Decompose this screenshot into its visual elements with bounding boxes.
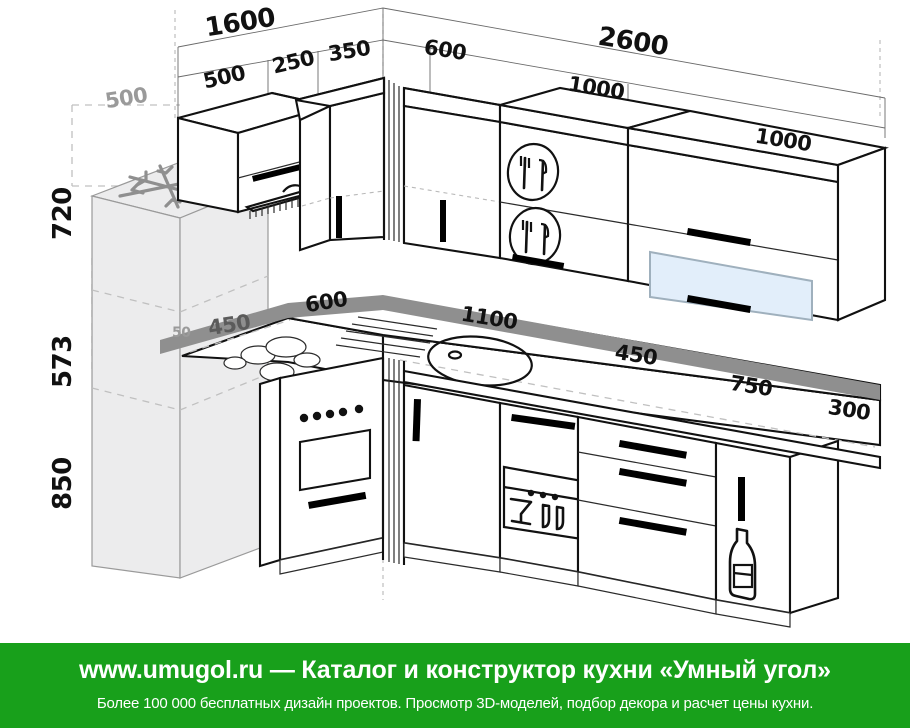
banner-headline: www.umugol.ru — Каталог и конструктор ку…	[79, 656, 831, 684]
corner-post	[382, 78, 406, 243]
dim-height-573: 573	[48, 335, 78, 388]
kitchen-isometric-drawing: .o{fill:none;stroke:#111;stroke-width:2.…	[71, 7, 889, 628]
upper-cabinets-right-run	[402, 86, 889, 322]
dim-height-720: 720	[48, 187, 78, 240]
cutlery-upper-icon-2	[508, 206, 562, 266]
stove-hob-icon	[223, 336, 321, 382]
base-cabinets-right-run	[402, 380, 881, 628]
banner-subline: Более 100 000 бесплатных дизайн проектов…	[96, 695, 814, 712]
worktop	[160, 295, 882, 448]
dim-work-50-partial: 50	[172, 325, 191, 341]
oven-knobs	[299, 404, 364, 423]
wine-bottle-icon	[728, 527, 757, 601]
base-cabinets-left-run	[258, 356, 406, 575]
worktop-front-right	[402, 369, 882, 470]
glass-door-panel	[649, 250, 813, 322]
cutlery-upper-icon-1	[506, 142, 560, 202]
site-banner: www.umugol.ru — Каталог и конструктор ку…	[0, 643, 910, 728]
fridge-tall-column	[90, 162, 271, 579]
dim-height-850: 850	[48, 457, 78, 510]
